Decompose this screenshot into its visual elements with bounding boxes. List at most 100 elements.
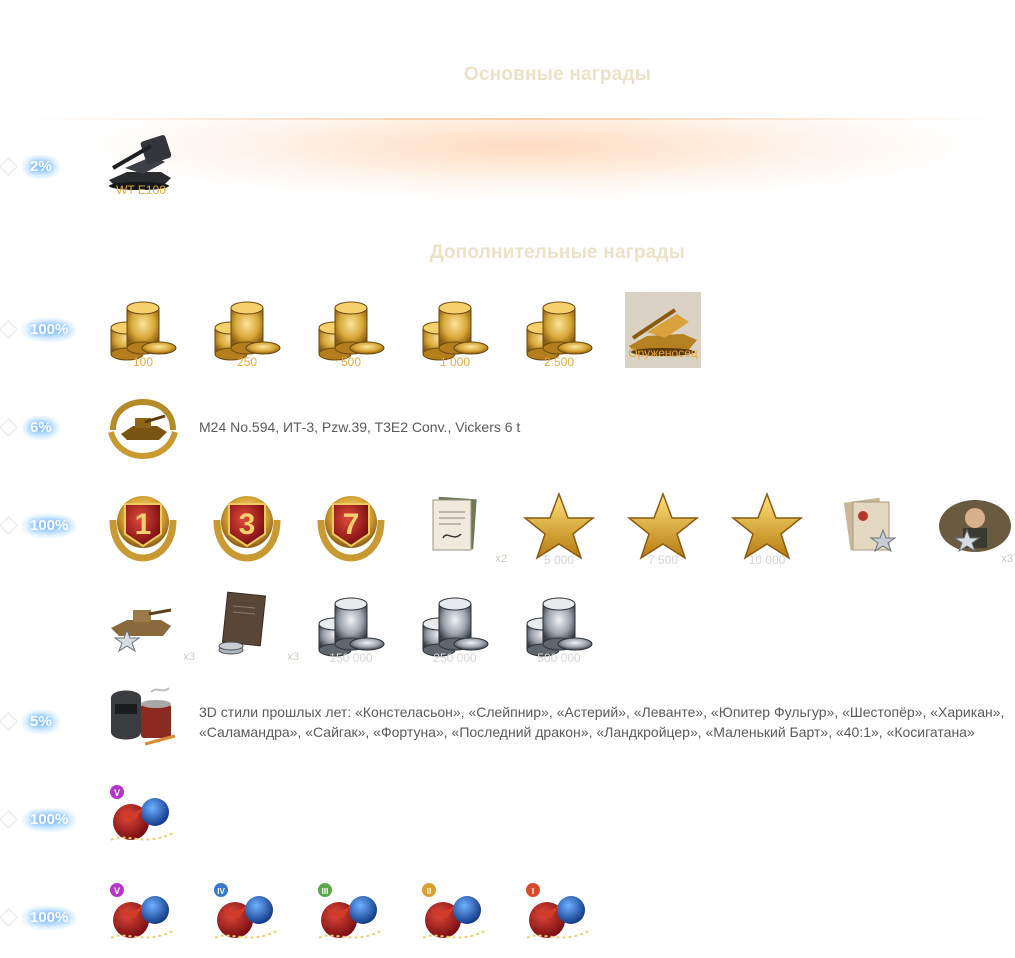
chance-badge: 100%	[0, 808, 90, 832]
reward-equipment[interactable]: x3	[105, 588, 195, 664]
ornament-tier: II	[427, 887, 431, 896]
gold-coins-icon	[214, 301, 281, 361]
reward-multiplier: x3	[183, 651, 195, 663]
christmas-ornament-icon: V	[110, 785, 176, 841]
chance-value: 6%	[22, 416, 60, 440]
reward-caption: 500 000	[537, 651, 581, 665]
reward-multiplier: x3	[287, 651, 299, 663]
main-rewards-heading: Основные награды	[463, 64, 652, 85]
silver-coins-icon	[422, 597, 489, 657]
equipment-tank-icon	[111, 608, 172, 653]
reward-medal[interactable]: 3	[209, 490, 285, 566]
reward-caption: 500	[340, 355, 362, 369]
tank-laurel-icon	[108, 398, 178, 460]
main-reward-divider	[20, 118, 1000, 120]
reward-caption: 250 000	[433, 651, 477, 665]
reward-gold[interactable]: 100	[105, 292, 181, 369]
chance-value: 100%	[22, 318, 77, 342]
reward-ornament[interactable]: I	[521, 880, 597, 956]
chance-value: 5%	[22, 710, 60, 734]
reward-caption: 5 000	[543, 553, 575, 567]
reward-ornament[interactable]: III	[313, 880, 389, 956]
gold-coins-icon	[318, 301, 385, 361]
reward-book-coins[interactable]: x3	[209, 588, 299, 664]
chance-diamond-icon	[0, 516, 18, 535]
chance-badge: 100%	[0, 318, 90, 342]
reward-document[interactable]: x2	[417, 490, 507, 566]
tank-icon	[109, 135, 172, 190]
chance-diamond-icon	[0, 320, 18, 339]
reward-medal[interactable]: 7	[313, 490, 389, 566]
chance-badge: 100%	[0, 906, 90, 930]
medal-number: 3	[239, 508, 256, 541]
ornament-tier: III	[322, 887, 329, 896]
reward-gold[interactable]: 2 500	[521, 292, 597, 369]
reward-golden-tank[interactable]: Оруженосец	[625, 292, 701, 368]
styles-description-line: 3D стили прошлых лет: «Констеласьон», «С…	[199, 704, 1005, 720]
chance-badge: 5%	[0, 710, 90, 734]
reward-medal[interactable]: 1	[105, 490, 181, 566]
reward-caption: 7 500	[647, 553, 679, 567]
star-icon	[626, 491, 700, 560]
christmas-ornament-icon: IV	[214, 883, 280, 939]
reward-multiplier: x2	[495, 553, 507, 565]
ornament-tier: IV	[217, 887, 225, 896]
reward-papers[interactable]	[833, 490, 909, 566]
reward-gold[interactable]: 250	[209, 292, 285, 369]
reward-caption: 150 000	[329, 651, 373, 665]
reward-caption: 10 000	[748, 553, 786, 567]
chance-diamond-icon	[0, 157, 18, 176]
reward-silver[interactable]: 150 000	[313, 588, 389, 665]
christmas-ornament-icon: I	[526, 883, 592, 939]
chance-value: 100%	[22, 906, 77, 930]
reward-ornament[interactable]: V	[105, 880, 181, 956]
reward-multiplier: x3	[1001, 553, 1013, 565]
medal-1-icon: 1	[109, 496, 177, 562]
medal-7-icon: 7	[317, 496, 385, 562]
reward-star[interactable]: 7 500	[625, 490, 701, 567]
reward-silver[interactable]: 500 000	[521, 588, 597, 665]
chance-badge: 2%	[0, 155, 90, 179]
papers-icon	[843, 497, 897, 553]
extra-rewards-heading: Дополнительные награды	[429, 242, 686, 263]
reward-ornament[interactable]: IV	[209, 880, 285, 956]
reward-tank[interactable]: WT E100	[103, 128, 179, 204]
reward-caption: 2 500	[543, 355, 575, 369]
chance-diamond-icon	[0, 810, 18, 829]
crew-icon	[939, 500, 1011, 553]
reward-crew[interactable]: x3	[937, 490, 1013, 566]
christmas-ornament-icon: II	[422, 883, 488, 939]
reward-tank-choice[interactable]	[105, 392, 181, 468]
reward-caption: WT E100	[116, 183, 166, 197]
star-icon	[522, 491, 596, 560]
reward-silver[interactable]: 250 000	[417, 588, 493, 665]
document-icon	[432, 496, 477, 551]
reward-star[interactable]: 5 000	[521, 490, 597, 567]
reward-gold[interactable]: 500	[313, 292, 389, 369]
chance-badge: 6%	[0, 416, 90, 440]
main-reward-glow	[0, 118, 1015, 213]
reward-ornament[interactable]: V	[105, 782, 181, 858]
reward-3d-style[interactable]	[105, 684, 181, 760]
reward-ornament[interactable]: II	[417, 880, 493, 956]
chance-diamond-icon	[0, 418, 18, 437]
gold-coins-icon	[110, 301, 177, 361]
christmas-ornament-icon: III	[318, 883, 384, 939]
reward-gold[interactable]: 1 000	[417, 292, 493, 369]
silver-coins-icon	[526, 597, 593, 657]
reward-caption: 250	[236, 355, 258, 369]
ornament-tier: I	[532, 887, 534, 896]
chance-diamond-icon	[0, 908, 18, 927]
ornament-tier: V	[114, 788, 120, 798]
chance-value: 2%	[22, 155, 60, 179]
ornament-tier: V	[114, 886, 120, 896]
christmas-ornament-icon: V	[110, 883, 176, 939]
welding-mask-icon	[111, 687, 176, 746]
chance-value: 100%	[22, 514, 77, 538]
medal-3-icon: 3	[213, 496, 281, 562]
reward-star[interactable]: 10 000	[729, 490, 805, 567]
styles-description: 3D стили прошлых лет: «Констеласьон», «С…	[199, 702, 1004, 742]
gold-coins-icon	[526, 301, 593, 361]
chance-badge: 100%	[0, 514, 90, 538]
medal-number: 1	[135, 508, 152, 541]
